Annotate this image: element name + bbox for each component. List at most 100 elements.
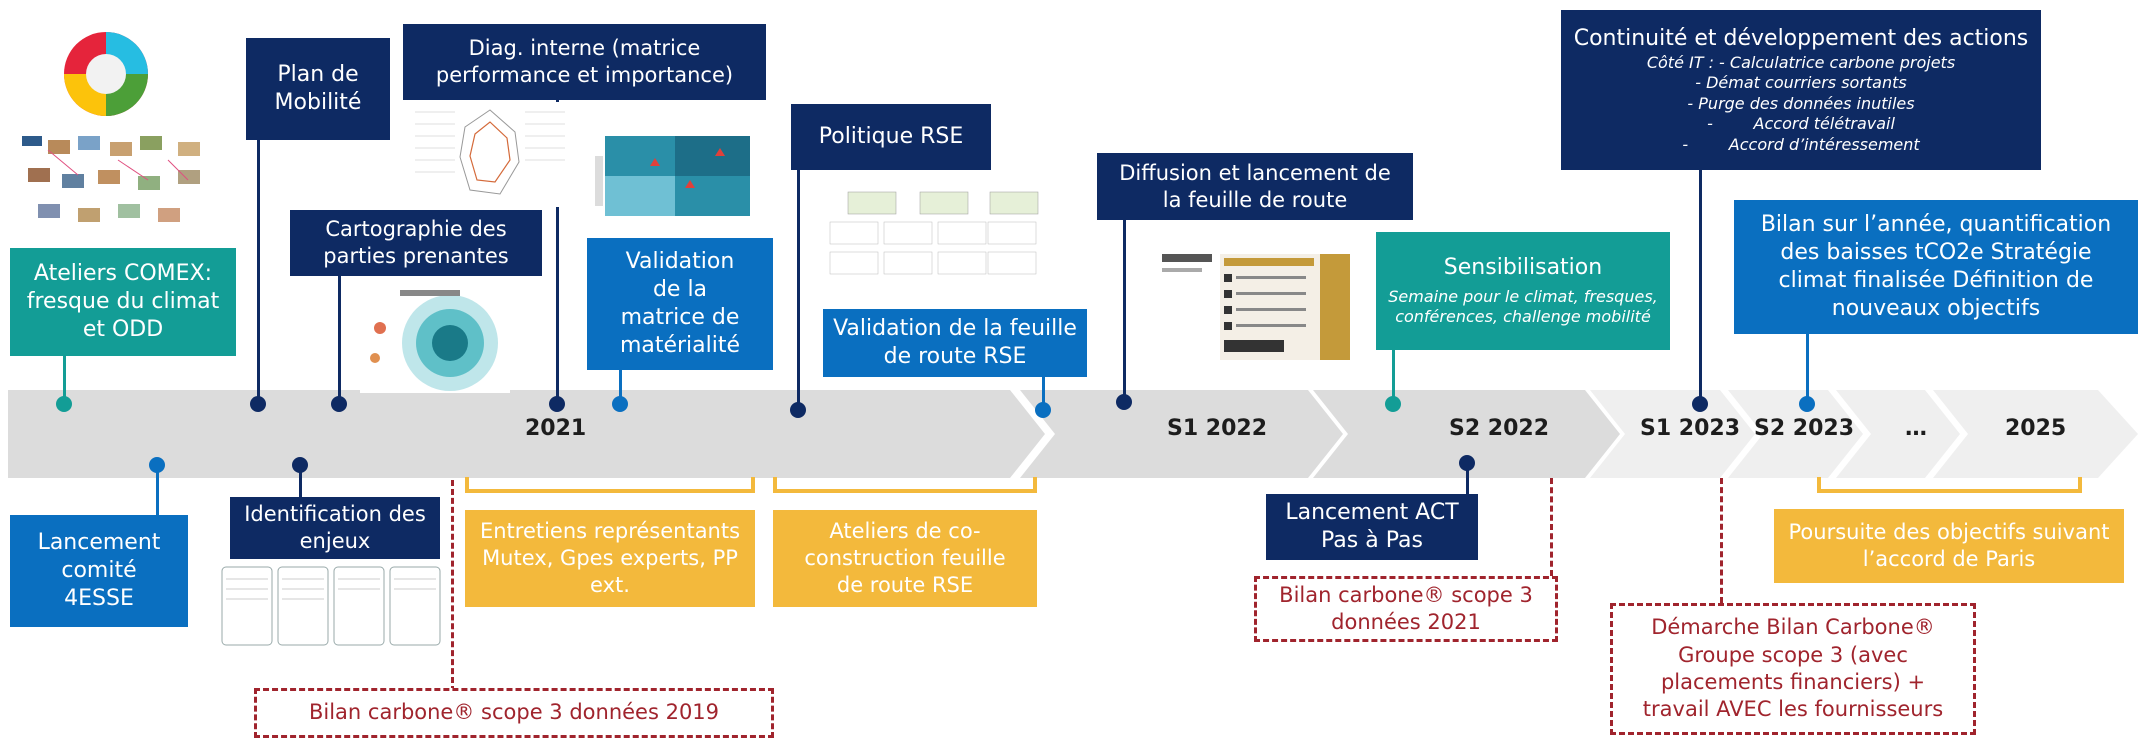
- period-s1-2023: S1 2023: [1640, 416, 1741, 441]
- connector-validation-matrice: [619, 370, 622, 406]
- bracket-poursuite: [1817, 477, 2082, 493]
- period-2025: 2025: [2005, 416, 2067, 441]
- sensibilisation-title: Sensibilisation: [1443, 255, 1603, 281]
- radar-chart-image: [415, 102, 565, 207]
- lancement-act-box: Lancement ACT Pas à Pas: [1266, 494, 1478, 560]
- arrow-segment-ellipsis: [1836, 390, 1960, 478]
- dot-validation-matrice: [612, 396, 628, 412]
- politique-rse-image: [828, 188, 1039, 290]
- diag-interne-label: Diag. interne (matrice performance et im…: [435, 36, 734, 87]
- sensibilisation-box: Sensibilisation Semaine pour le climat, …: [1376, 232, 1670, 350]
- validation-matrice-label: Validation de la matrice de matérialité: [619, 248, 741, 359]
- enjeux-table-image: [220, 565, 445, 647]
- cartographie-box: Cartographie des parties prenantes: [290, 210, 542, 276]
- connector-continuite: [1699, 170, 1702, 406]
- connector-sensibilisation: [1392, 350, 1395, 404]
- arrow-segment-s2-2023: [1728, 390, 1863, 478]
- ateliers-coconstruction-box: Ateliers de co-construction feuille de r…: [773, 510, 1037, 607]
- connector-lancement-act: [1466, 464, 1469, 494]
- arrow-segment-2021: [8, 390, 1045, 478]
- poursuite-box: Poursuite des objectifs suivant l’accord…: [1774, 509, 2124, 583]
- dot-politique-rse: [790, 402, 806, 418]
- dot-diag-interne: [549, 396, 565, 412]
- politique-rse-box: Politique RSE: [791, 104, 991, 170]
- lancement-comite-label: Lancement comité 4ESSE: [37, 529, 161, 612]
- dashed-connector-2021: [1550, 478, 1555, 576]
- plan-mobilite-box: Plan de Mobilité: [246, 38, 390, 140]
- dot-ateliers-comex: [56, 396, 72, 412]
- lancement-comite-box: Lancement comité 4ESSE: [10, 515, 188, 627]
- bracket-entretiens: [465, 477, 755, 493]
- continuite-box: Continuité et développement des actions …: [1561, 10, 2041, 170]
- dot-sensibilisation: [1385, 396, 1401, 412]
- continuite-line-1: Côté IT : - Calculatrice carbone projets: [1646, 52, 1956, 72]
- bracket-ateliers: [773, 477, 1037, 493]
- identification-box: Identification des enjeux: [230, 497, 440, 559]
- materiality-matrix-image: [595, 136, 753, 226]
- politique-rse-label: Politique RSE: [818, 123, 964, 149]
- arrow-segment-s1-2022: [1020, 390, 1343, 478]
- connector-validation-feuille: [1042, 374, 1045, 410]
- sensibilisation-subtitle: Semaine pour le climat, fresques, confér…: [1388, 286, 1658, 327]
- validation-feuille-label: Validation de la feuille de route RSE: [833, 315, 1077, 369]
- period-s2-2022: S2 2022: [1449, 416, 1550, 441]
- dot-validation-feuille: [1035, 402, 1051, 418]
- period-ellipsis: …: [1905, 416, 1927, 441]
- connector-diag-interne: [556, 98, 559, 406]
- connector-bilan-annee: [1806, 334, 1809, 406]
- period-s2-2023: S2 2023: [1754, 416, 1855, 441]
- fresque-climat-image: [18, 130, 228, 230]
- feuille-de-route-image: [1160, 250, 1355, 362]
- validation-feuille-box: Validation de la feuille de route RSE: [823, 309, 1087, 377]
- diffusion-label: Diffusion et lancement de la feuille de …: [1119, 160, 1391, 212]
- identification-label: Identification des enjeux: [244, 502, 426, 553]
- ateliers-coconstruction-label: Ateliers de co-construction feuille de r…: [804, 519, 1006, 597]
- odd-wheel-image: [62, 28, 150, 120]
- bilan-2019-label: Bilan carbone® scope 3 données 2019: [308, 700, 720, 725]
- plan-mobilite-label: Plan de Mobilité: [274, 61, 362, 115]
- poursuite-label: Poursuite des objectifs suivant l’accord…: [1788, 520, 2110, 571]
- demarche-label: Démarche Bilan Carbone® Groupe scope 3 (…: [1642, 615, 1944, 722]
- connector-diffusion: [1123, 220, 1126, 401]
- ateliers-comex-label: Ateliers COMEX: fresque du climat et ODD: [26, 260, 220, 343]
- stakeholder-map-image: [360, 288, 510, 393]
- period-2021: 2021: [525, 416, 587, 441]
- lancement-act-label: Lancement ACT Pas à Pas: [1285, 499, 1459, 553]
- connector-identification: [299, 465, 302, 497]
- dashed-connector-2019: [451, 480, 456, 692]
- bilan-2021-label: Bilan carbone® scope 3 données 2021: [1279, 582, 1533, 634]
- dot-continuite: [1692, 396, 1708, 412]
- bilan-2019-box: Bilan carbone® scope 3 données 2019: [254, 688, 774, 738]
- continuite-title: Continuité et développement des actions: [1573, 25, 2029, 51]
- dot-bilan-annee: [1799, 396, 1815, 412]
- dashed-connector-demarche: [1720, 478, 1725, 603]
- validation-matrice-box: Validation de la matrice de matérialité: [587, 238, 773, 370]
- demarche-box: Démarche Bilan Carbone® Groupe scope 3 (…: [1610, 603, 1976, 735]
- arrow-segment-s1-2023: [1590, 390, 1755, 478]
- entretiens-box: Entretiens représentants Mutex, Gpes exp…: [465, 510, 755, 607]
- continuite-line-2: - Démat courriers sortants: [1695, 73, 1907, 93]
- connector-cartographie: [338, 276, 341, 405]
- bilan-annee-box: Bilan sur l’année, quantification des ba…: [1734, 200, 2138, 334]
- dot-diffusion: [1116, 394, 1132, 410]
- dot-lancement-comite: [149, 457, 165, 473]
- connector-politique-rse: [797, 168, 800, 411]
- entretiens-label: Entretiens représentants Mutex, Gpes exp…: [479, 519, 741, 597]
- connector-plan-mobilite: [257, 140, 260, 405]
- arrow-segment-s2-2022: [1313, 390, 1620, 478]
- dot-cartographie: [331, 396, 347, 412]
- connector-lancement-comite: [156, 465, 159, 515]
- arrow-segment-2025: [1933, 390, 2138, 478]
- bilan-2021-box: Bilan carbone® scope 3 données 2021: [1254, 576, 1558, 642]
- timeline-arrows: [8, 390, 2138, 478]
- dot-lancement-act: [1459, 455, 1475, 471]
- dot-plan-mobilite: [250, 396, 266, 412]
- continuite-line-4: - Accord télétravail: [1707, 114, 1895, 134]
- diag-interne-box: Diag. interne (matrice performance et im…: [403, 24, 766, 100]
- bilan-annee-label: Bilan sur l’année, quantification des ba…: [1760, 211, 2112, 322]
- period-s1-2022: S1 2022: [1167, 416, 1268, 441]
- continuite-line-3: - Purge des données inutiles: [1687, 93, 1915, 113]
- cartographie-label: Cartographie des parties prenantes: [323, 217, 509, 268]
- dot-identification: [292, 457, 308, 473]
- diffusion-box: Diffusion et lancement de la feuille de …: [1097, 153, 1413, 220]
